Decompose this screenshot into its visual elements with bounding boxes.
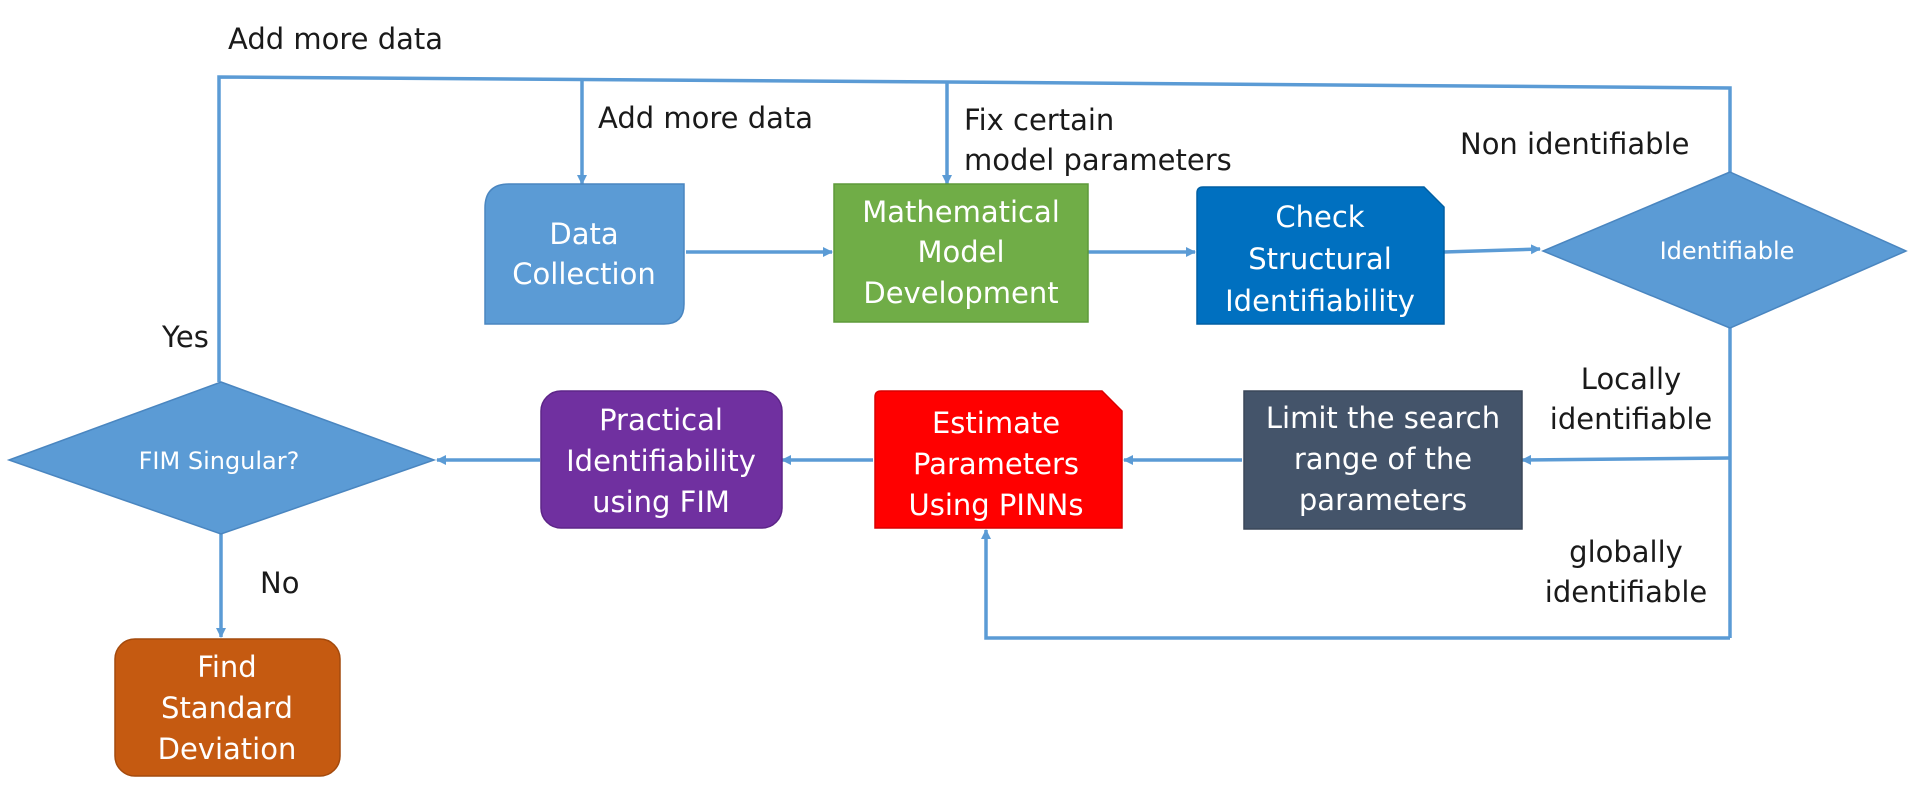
estimate-params-line3: Using PINNs xyxy=(909,488,1084,522)
estimate-params-line2: Parameters xyxy=(913,447,1079,481)
data-collection-line2: Collection xyxy=(512,257,655,291)
label-fix-params-line1: Fix certain xyxy=(964,103,1114,137)
check-structural-line3: Identifiability xyxy=(1225,284,1415,318)
label-locally-line2: identifiable xyxy=(1550,402,1712,436)
check-structural-line1: Check xyxy=(1275,200,1364,234)
find-std-line2: Standard xyxy=(161,691,293,725)
node-check-structural[interactable]: Check Structural Identifiability xyxy=(1196,186,1445,325)
node-estimate-params[interactable]: Estimate Parameters Using PINNs xyxy=(874,390,1123,529)
find-std-line3: Deviation xyxy=(158,732,297,766)
limit-search-line1: Limit the search xyxy=(1266,401,1500,435)
label-yes: Yes xyxy=(161,320,209,354)
identifiable-label: Identifiable xyxy=(1660,237,1795,265)
fim-singular-label: FIM Singular? xyxy=(139,447,300,475)
edge-globally-to-estimate xyxy=(981,529,1730,640)
label-no: No xyxy=(260,566,299,600)
node-limit-search[interactable]: Limit the search range of the parameters xyxy=(1243,390,1523,530)
label-locally-line1: Locally xyxy=(1581,362,1681,396)
node-math-model[interactable]: Mathematical Model Development xyxy=(833,183,1089,323)
practical-ident-line2: Identifiability xyxy=(566,444,756,478)
data-collection-line1: Data xyxy=(549,217,618,251)
edges xyxy=(216,75,1732,640)
practical-ident-line1: Practical xyxy=(599,403,723,437)
edge-check-to-identifiable xyxy=(1443,244,1541,255)
label-add-more-data-top: Add more data xyxy=(228,22,443,56)
limit-search-line3: parameters xyxy=(1299,483,1467,517)
estimate-params-line1: Estimate xyxy=(932,406,1060,440)
label-globally-line2: identifiable xyxy=(1545,575,1707,609)
practical-ident-line3: using FIM xyxy=(592,485,730,519)
node-fim-singular[interactable]: FIM Singular? xyxy=(6,381,437,535)
estimate-params-shape xyxy=(874,390,1123,529)
math-model-line1: Mathematical xyxy=(862,195,1060,229)
practical-ident-shape xyxy=(540,390,783,529)
limit-search-shape xyxy=(1243,390,1523,530)
node-data-collection[interactable]: Data Collection xyxy=(484,183,685,325)
node-find-std[interactable]: Find Standard Deviation xyxy=(114,638,341,777)
check-structural-line2: Structural xyxy=(1248,242,1392,276)
edge-labels: Add more data Add more data Fix certain … xyxy=(161,22,1712,609)
math-model-line3: Development xyxy=(863,276,1058,310)
math-model-line2: Model xyxy=(917,235,1004,269)
label-non-identifiable: Non identifiable xyxy=(1460,127,1690,161)
edge-locally-to-limit xyxy=(1521,454,1731,465)
data-collection-shape xyxy=(484,183,685,325)
find-std-shape xyxy=(114,638,341,777)
find-std-line1: Find xyxy=(197,650,256,684)
label-fix-params-line2: model parameters xyxy=(964,143,1232,177)
label-add-more-data-inner: Add more data xyxy=(598,101,813,135)
node-identifiable[interactable]: Identifiable xyxy=(1541,171,1908,329)
label-globally-line1: globally xyxy=(1569,535,1683,569)
identifiable-diamond xyxy=(1541,171,1908,329)
fim-singular-diamond xyxy=(6,381,437,535)
math-model-shape xyxy=(833,183,1089,323)
check-structural-shape xyxy=(1196,186,1445,325)
limit-search-line2: range of the xyxy=(1294,442,1472,476)
node-practical-ident[interactable]: Practical Identifiability using FIM xyxy=(540,390,783,529)
